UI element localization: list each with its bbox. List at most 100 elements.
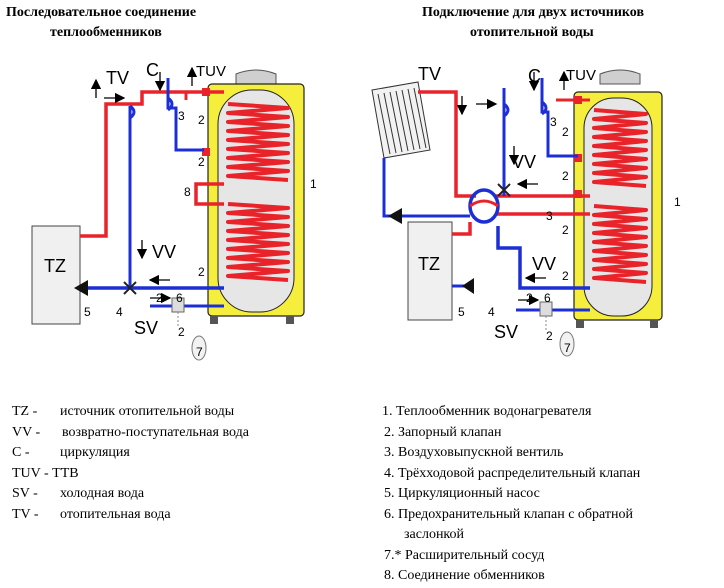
right-label-7: 7 — [564, 341, 571, 355]
legend-right-item: 7.* Расширительный сосуд — [384, 548, 545, 563]
legend-text: циркуляция — [60, 445, 130, 460]
legend-code: TUV - ТТВ — [12, 466, 79, 481]
legend-text: отопительная вода — [60, 507, 171, 522]
left-title-line2: теплообменников — [50, 25, 162, 40]
right-tank-lid — [599, 69, 641, 85]
legend-right-item: 3. Воздуховыпускной вентиль — [384, 445, 564, 460]
right-label-tuv: TUV — [566, 67, 596, 84]
right-label-sv: SV — [494, 322, 518, 342]
left-label-2-sv: 2 — [156, 291, 163, 305]
right-pump-tz — [462, 278, 474, 294]
right-expansion-vessel — [559, 331, 575, 357]
right-return-to-tank — [496, 226, 590, 290]
legend-text: холодная вода — [60, 486, 145, 501]
left-tank-foot-left — [210, 316, 218, 324]
right-label-2-top: 2 — [562, 125, 569, 139]
right-c-crossover — [541, 100, 548, 116]
legend-text: возвратно-поступательная вода — [62, 425, 249, 440]
right-label-vv-low: VV — [532, 254, 556, 274]
legend-code: C - — [12, 445, 30, 460]
right-hot-fitting-low — [574, 190, 582, 198]
left-upper-coil — [226, 102, 290, 182]
right-hydraulic-separator — [468, 188, 500, 224]
right-tank-foot-right — [650, 320, 658, 328]
right-solar-return — [382, 158, 470, 218]
right-label-1: 1 — [674, 195, 681, 209]
legend-left-row: TZ - источник отопительной воды — [12, 404, 234, 420]
legend-right-item: 4. Трёхходовой распределительный клапан — [384, 466, 641, 481]
legend-code: TV - — [12, 507, 39, 522]
right-circulation — [540, 78, 578, 158]
right-label-4: 4 — [488, 305, 495, 319]
right-label-2-low: 2 — [562, 223, 569, 237]
solar-collector — [371, 81, 431, 159]
legend-code: TZ - — [12, 404, 38, 419]
left-tank-lid — [235, 69, 277, 85]
left-hot-fitting-top — [202, 88, 210, 96]
left-c-crossover — [167, 96, 174, 112]
right-diagram: TV C TUV 3 2 2 3 2 2 1 VV VV TZ 5 4 2 6 … — [371, 64, 681, 357]
right-tank-foot-left — [576, 320, 584, 328]
left-label-7: 7 — [196, 345, 203, 359]
right-label-tv: TV — [418, 64, 441, 84]
right-label-2-mid: 2 — [562, 169, 569, 183]
left-title-line1: Последовательное соединение — [6, 5, 196, 20]
left-label-6: 6 — [176, 291, 183, 305]
left-label-3: 3 — [178, 109, 185, 123]
legend-text: источник отопительной воды — [60, 404, 235, 419]
left-hot-upper-return — [194, 182, 224, 206]
right-label-6: 6 — [544, 291, 551, 305]
legend-left-row: VV -возвратно-поступательная вода — [12, 425, 249, 441]
legend-left-row: C - циркуляция — [12, 445, 130, 461]
legend-right-item: 1. Теплообменник водонагревателя — [382, 404, 592, 419]
legend-right-item: 6. Предохранительный клапан с обратной — [384, 507, 634, 522]
right-hot-fitting-mid — [574, 154, 582, 162]
left-label-8: 8 — [184, 185, 191, 199]
left-three-way-valve — [123, 281, 137, 295]
right-tv-crossover — [503, 102, 510, 118]
left-hot-supply — [80, 90, 224, 238]
left-tv-crossover — [129, 104, 136, 120]
right-pump-left — [388, 208, 402, 224]
legend-left-row: SV - холодная вода — [12, 486, 144, 502]
left-label-2-drain: 2 — [178, 325, 185, 339]
legend-right-item: 5. Циркуляционный насос — [384, 486, 540, 501]
right-tz-hot — [452, 222, 472, 236]
right-label-5: 5 — [458, 305, 465, 319]
right-label-3-top: 3 — [550, 115, 557, 129]
left-label-tz: TZ — [44, 256, 66, 276]
left-label-2-low: 2 — [198, 265, 205, 279]
right-hot-fitting-top — [574, 96, 582, 104]
legend-code: SV - — [12, 486, 38, 501]
right-lower-coil — [592, 204, 648, 284]
left-lower-coil — [226, 202, 290, 282]
left-label-2-top: 2 — [198, 113, 205, 127]
right-label-3-low: 3 — [546, 209, 553, 223]
legend-left-row: TV - отопительная вода — [12, 507, 171, 523]
right-label-c: C — [528, 66, 541, 86]
left-label-vv: VV — [152, 242, 176, 262]
right-label-2-drain: 2 — [546, 329, 553, 343]
right-three-way-valve — [497, 183, 511, 197]
legend-left-row: TUV - ТТВ — [12, 466, 79, 482]
left-pump — [74, 280, 88, 296]
legend-right-item: 8. Соединение обменников — [384, 568, 545, 583]
left-label-5: 5 — [84, 305, 91, 319]
legend-right-item-continued: заслонкой — [404, 527, 465, 542]
right-solar-hot — [418, 90, 476, 198]
left-label-tuv: TUV — [196, 63, 226, 80]
left-hot-fitting-mid — [202, 148, 210, 156]
right-title-line1: Подключение для двух источников — [422, 5, 644, 20]
right-upper-coil — [592, 108, 648, 188]
right-label-vv-top: VV — [512, 152, 536, 172]
left-tz-box — [31, 225, 81, 325]
left-tank-foot-right — [286, 316, 294, 324]
left-label-sv: SV — [134, 318, 158, 338]
left-diagram: TV C TUV 3 2 2 8 2 1 VV TZ 5 4 2 6 SV 2 … — [31, 60, 317, 361]
legend-right-item: 2. Запорный клапан — [384, 425, 502, 440]
right-label-2-sv: 2 — [526, 291, 533, 305]
right-label-tz: TZ — [418, 254, 440, 274]
right-label-2-bottom: 2 — [562, 269, 569, 283]
left-label-c: C — [146, 60, 159, 80]
